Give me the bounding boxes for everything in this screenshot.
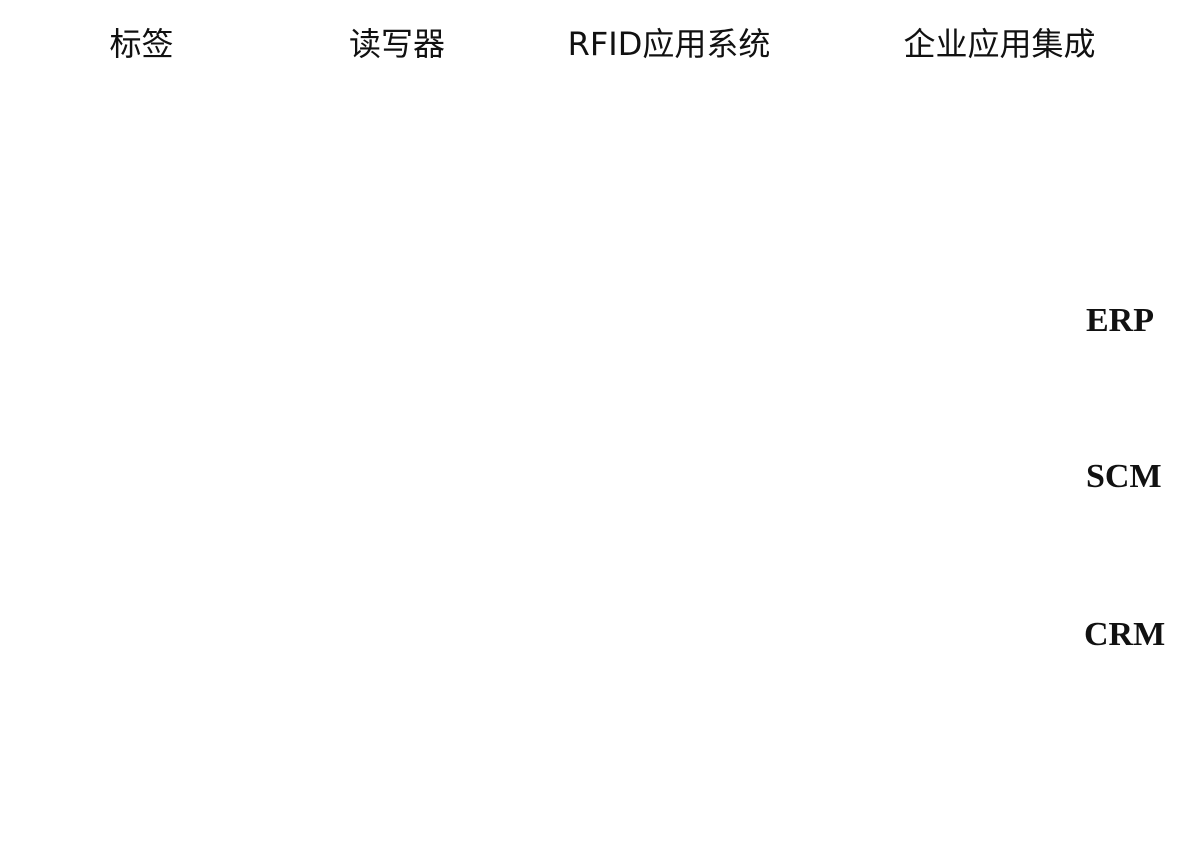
- column-header-rfid-app-system: RFID应用系统: [567, 25, 771, 63]
- enterprise-server-icon: [829, 317, 947, 533]
- database-scm-icon: [1077, 393, 1163, 449]
- body-background: [10, 74, 1182, 852]
- handheld-reader-person-icon: [350, 368, 446, 508]
- tag-truck-icon: [9, 659, 259, 794]
- tag-carton-icon: [57, 304, 219, 382]
- connection-lines: [446, 175, 1083, 657]
- tag-box-icon: [51, 104, 205, 183]
- tag-pallet-icon: [53, 485, 227, 587]
- database-crm-icon: [1077, 551, 1163, 607]
- database-label-erp: ERP: [1086, 302, 1154, 339]
- database-label-scm: SCM: [1086, 458, 1162, 495]
- column-header-readers: 读写器: [348, 25, 445, 63]
- gate-reader-icon: [336, 81, 457, 273]
- database-erp-icon: [1077, 237, 1163, 293]
- database-label-crm: CRM: [1084, 616, 1166, 653]
- shelf-reader-icon: [313, 599, 480, 799]
- column-header-tags: 标签: [109, 25, 174, 63]
- table-frame: [8, 8, 1184, 854]
- rfid-server-icon: [629, 317, 751, 533]
- column-header-enterprise-integration: 企业应用集成: [903, 25, 1096, 63]
